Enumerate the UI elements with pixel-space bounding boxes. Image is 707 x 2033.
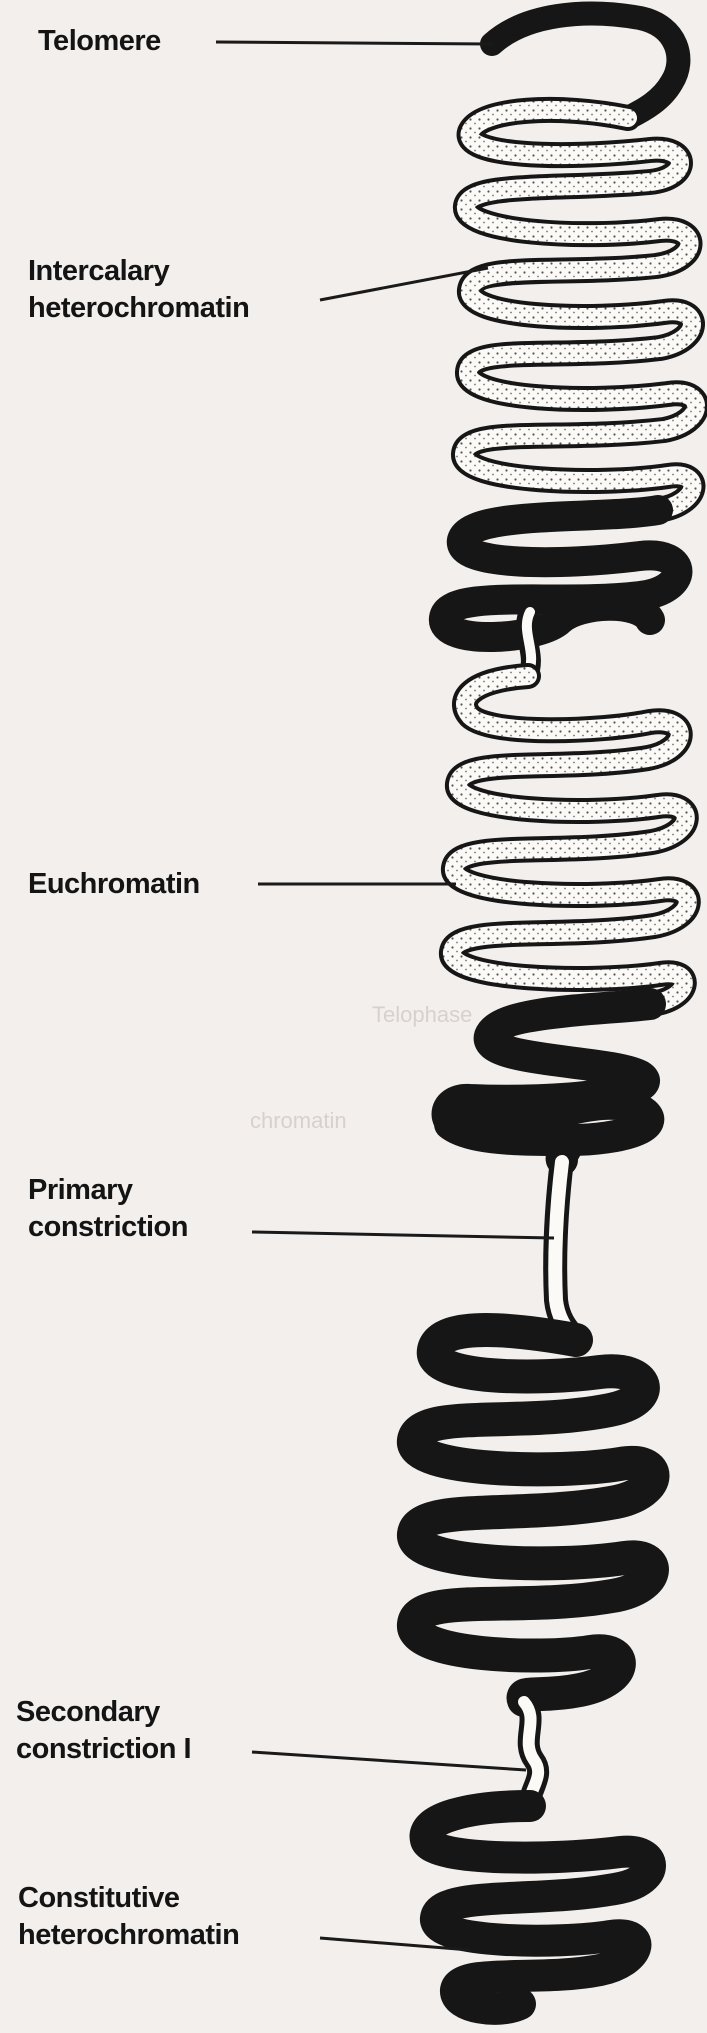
label-constitutive-line2: heterochromatin (18, 1917, 239, 1954)
label-intercalary-line1: Intercalary (28, 253, 249, 290)
constitutive-heterochromatin-region (426, 1806, 650, 2009)
intercalary-heterochromatin-region (464, 110, 696, 510)
dark-band-upper (444, 510, 678, 637)
label-telomere: Telomere (38, 23, 161, 60)
euchromatin-region (452, 676, 688, 1004)
leader-primary (252, 1232, 554, 1238)
label-constitutive-line1: Constitutive (18, 1880, 239, 1917)
label-primary-line1: Primary (28, 1172, 188, 1209)
bleed-through-text-2: chromatin (250, 1108, 347, 1134)
label-telomere-text: Telomere (38, 23, 161, 60)
bleed-through-text-1: Telophase (372, 1002, 472, 1028)
label-constitutive-heterochromatin: Constitutive heterochromatin (18, 1880, 239, 1954)
label-intercalary-line2: heterochromatin (28, 290, 249, 327)
label-euchromatin-text: Euchromatin (28, 866, 200, 903)
leader-telomere (216, 42, 492, 44)
label-primary-line2: constriction (28, 1209, 188, 1246)
primary-constriction-region (555, 1160, 576, 1340)
label-intercalary-heterochromatin: Intercalary heterochromatin (28, 253, 249, 327)
label-euchromatin: Euchromatin (28, 866, 200, 903)
leader-secondary (252, 1752, 526, 1770)
label-secondary-line2: constriction I (16, 1731, 191, 1768)
dark-band-lower (414, 1330, 653, 1700)
dark-band-middle (448, 1004, 651, 1160)
label-primary-constriction: Primary constriction (28, 1172, 188, 1246)
label-secondary-constriction: Secondary constriction I (16, 1694, 191, 1768)
label-secondary-line1: Secondary (16, 1694, 191, 1731)
